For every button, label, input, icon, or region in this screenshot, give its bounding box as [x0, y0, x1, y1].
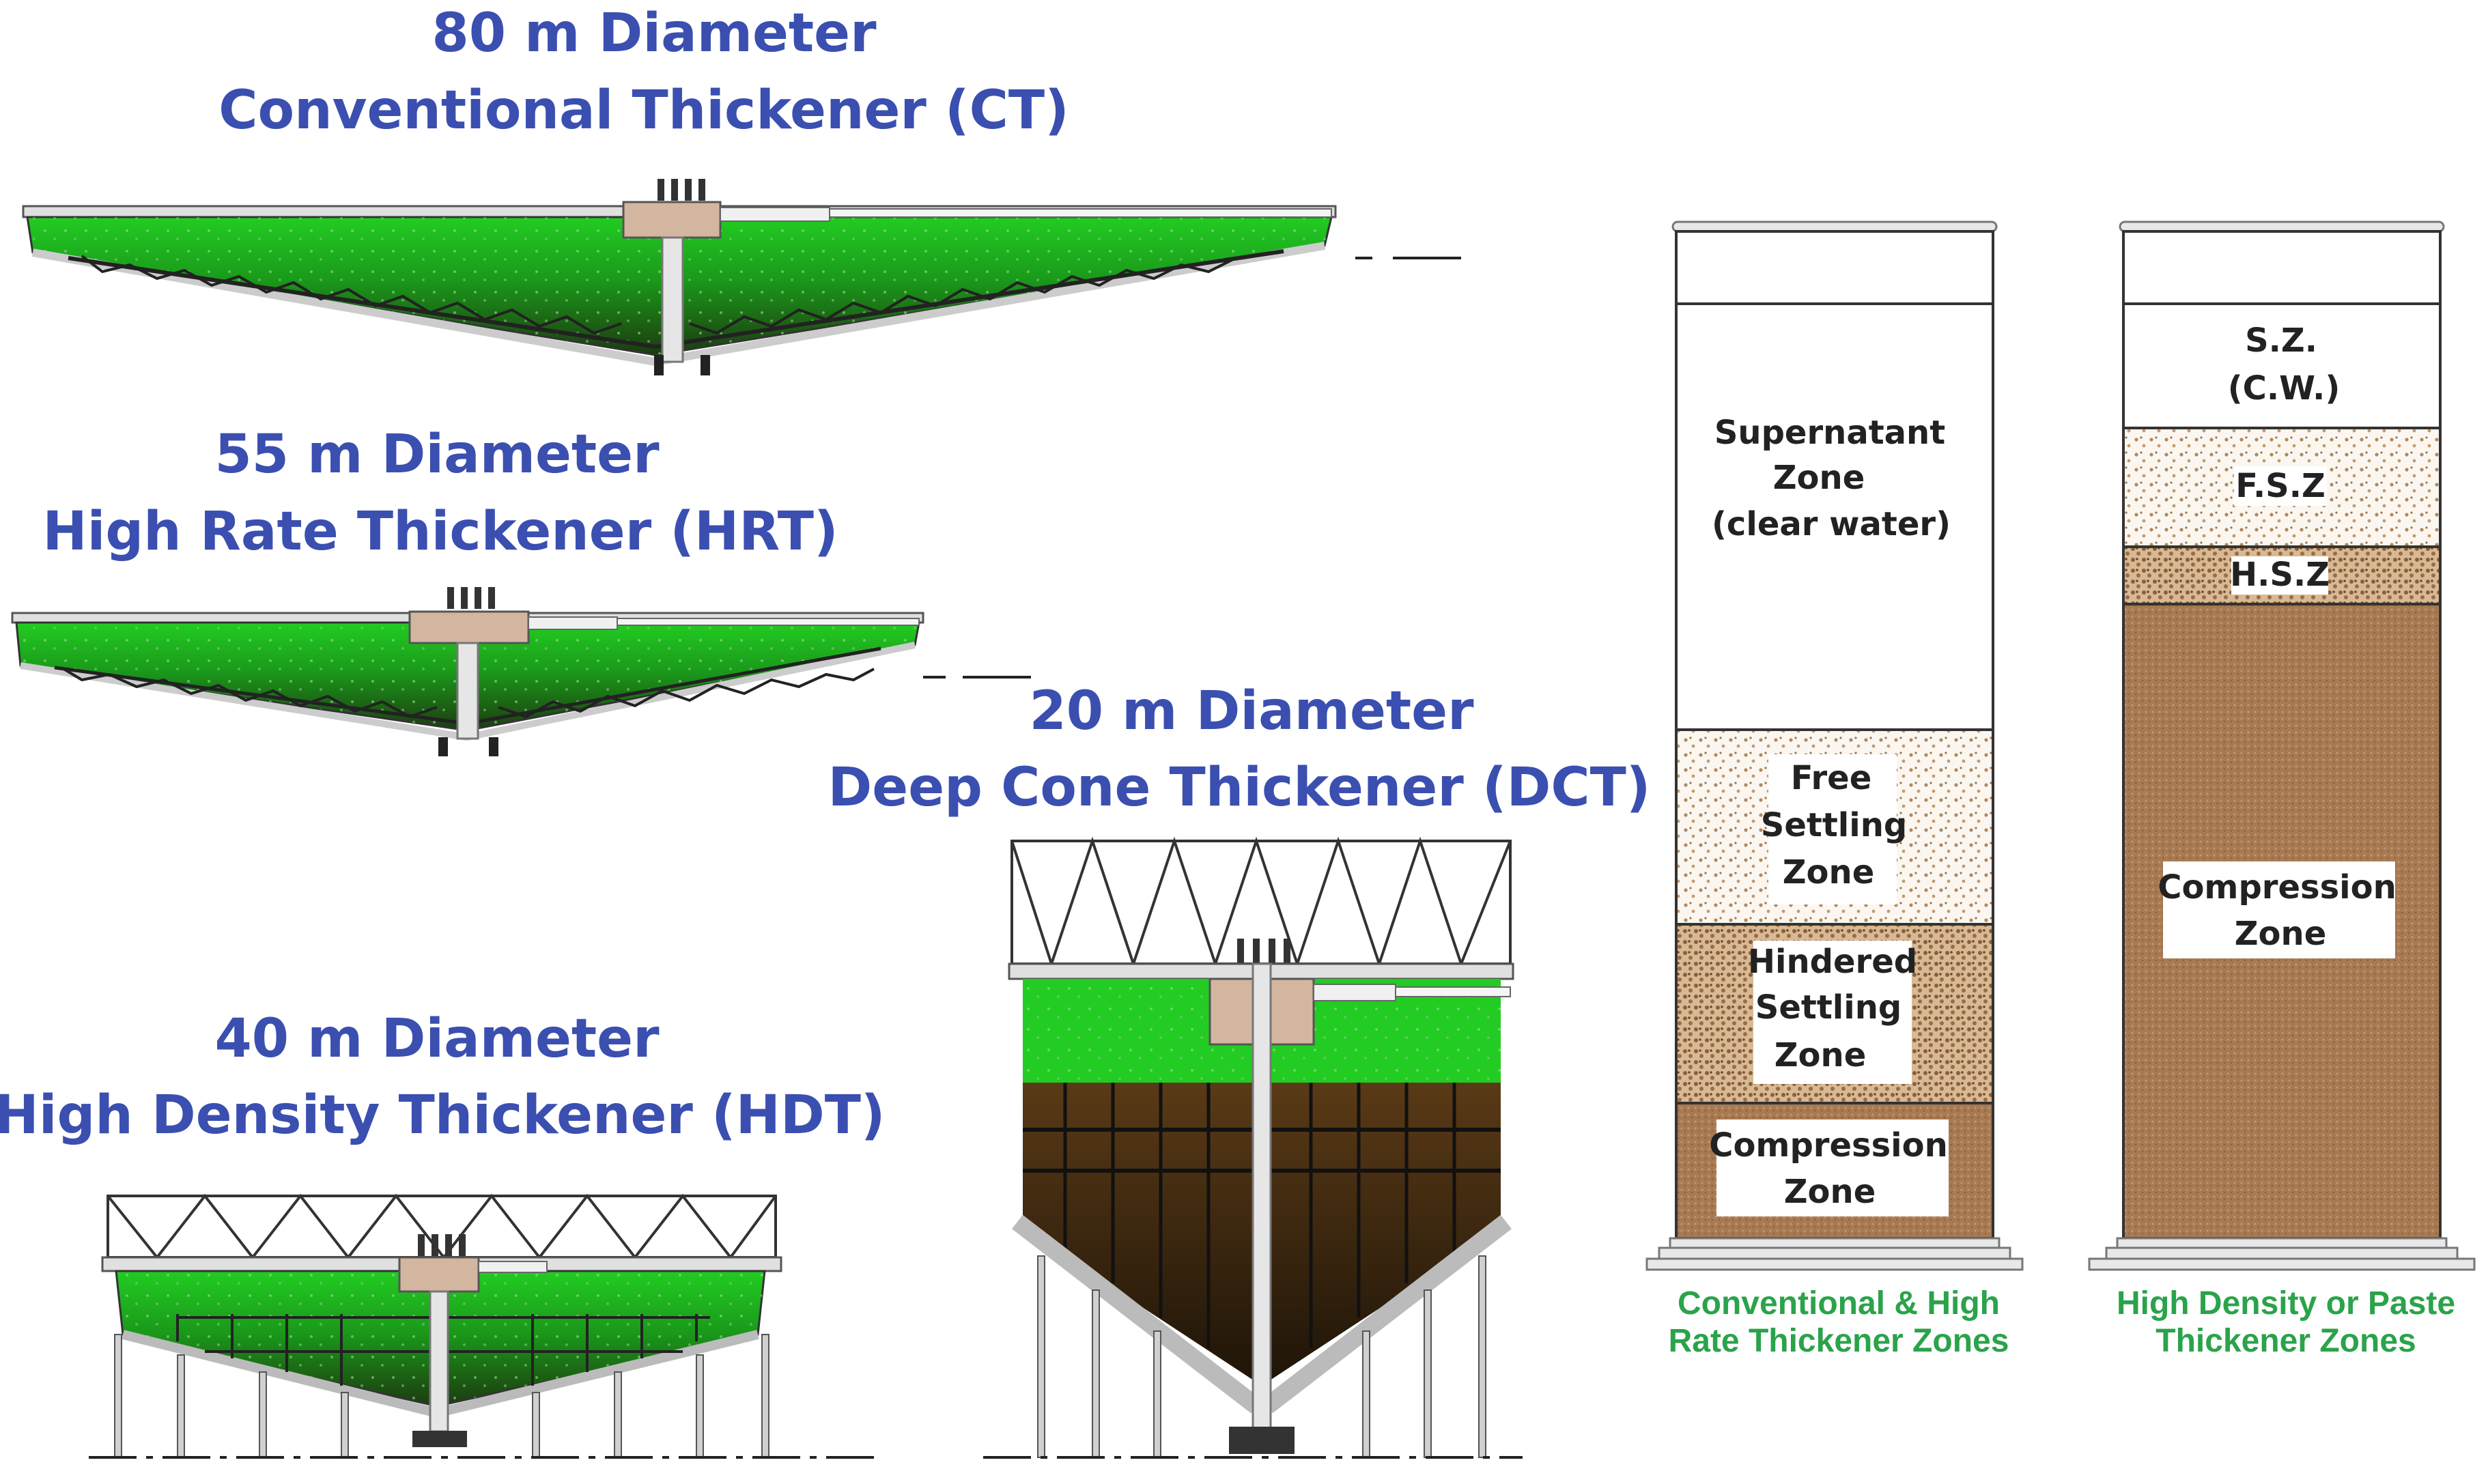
- hdt-title-line1: 40 m Diameter: [214, 1008, 660, 1070]
- ct-tank: [22, 179, 1461, 375]
- hdt-title-line2: High Density Thickener (HDT): [0, 1085, 886, 1146]
- sz-zone: [2122, 302, 2442, 429]
- hdt-tank: [89, 1193, 874, 1459]
- conventional-caption-line1: Conventional & High: [1678, 1285, 2000, 1322]
- free-settling-label-2: Settling: [1761, 806, 1907, 844]
- high-density-zones-column: S.Z. (C.W.) F.S.Z H.S.Z Compression Zone…: [2088, 220, 2476, 1359]
- high-density-caption-line1: High Density or Paste: [2117, 1285, 2455, 1322]
- free-settling-label-3: Zone: [1783, 853, 1875, 891]
- dct-tank: [983, 836, 1523, 1459]
- compression-label-1: Compression: [1709, 1126, 1948, 1165]
- dct-title-line2: Deep Cone Thickener (DCT): [828, 757, 1651, 818]
- hrt-tank: [11, 587, 1031, 756]
- ct-title-line1: 80 m Diameter: [432, 3, 877, 64]
- sz-label-2: (C.W.): [2228, 369, 2341, 408]
- conventional-zones-column: Supernatant Zone (clear water) Free Sett…: [1645, 220, 2024, 1359]
- hrt-title-line2: High Rate Thickener (HRT): [42, 501, 838, 562]
- paste-compression-label-2: Zone: [2235, 915, 2327, 953]
- hindered-settling-label-3: Zone: [1775, 1036, 1867, 1074]
- hsz-label: H.S.Z: [2230, 556, 2330, 594]
- hrt-title-line1: 55 m Diameter: [214, 424, 660, 485]
- compression-label-2: Zone: [1784, 1173, 1876, 1211]
- sz-label-1: S.Z.: [2245, 322, 2317, 360]
- conventional-caption-line2: Rate Thickener Zones: [1669, 1323, 2009, 1359]
- ct-title-line2: Conventional Thickener (CT): [218, 80, 1069, 141]
- free-settling-label-1: Free: [1791, 759, 1872, 797]
- paste-compression-label-1: Compression: [2158, 868, 2397, 907]
- supernatant-label-2: Zone: [1773, 459, 1865, 497]
- supernatant-label-3: (clear water): [1712, 505, 1951, 543]
- hindered-settling-label-2: Settling: [1755, 988, 1902, 1027]
- dct-title-line1: 20 m Diameter: [1029, 681, 1474, 742]
- hindered-settling-label-1: Hindered: [1748, 943, 1917, 981]
- supernatant-label-1: Supernatant: [1714, 414, 1945, 452]
- high-density-caption-line2: Thickener Zones: [2155, 1323, 2416, 1359]
- fsz-label: F.S.Z: [2235, 467, 2326, 505]
